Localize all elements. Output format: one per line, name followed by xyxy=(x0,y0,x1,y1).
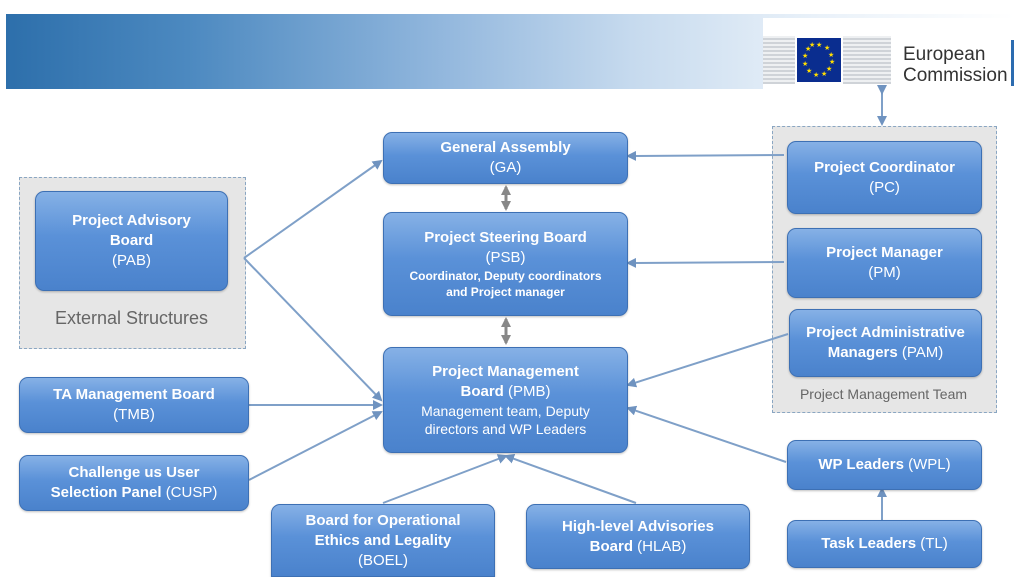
cusp-line2: Selection Panel xyxy=(50,484,162,501)
project-coordinator-node: Project Coordinator (PC) xyxy=(787,141,982,214)
logo-building-right xyxy=(843,36,891,84)
eu-flag-icon: ★ ★ ★ ★ ★ ★ ★ ★ ★ ★ ★ ★ xyxy=(797,38,841,82)
pmb-abbr: (PMB) xyxy=(508,383,551,400)
pc-title: Project Coordinator xyxy=(814,158,955,176)
logo-text-line2: Commission xyxy=(903,65,1008,86)
tmb-abbr: (TMB) xyxy=(113,406,155,423)
project-manager-node: Project Manager (PM) xyxy=(787,228,982,298)
general-assembly-node: General Assembly (GA) xyxy=(383,132,628,184)
connector-external-pmb xyxy=(243,257,383,402)
connector-pm-psb xyxy=(626,257,785,268)
project-management-team-label: Project Management Team xyxy=(799,386,968,402)
wpl-abbr: (WPL) xyxy=(908,456,951,473)
european-commission-logo: ★ ★ ★ ★ ★ ★ ★ ★ ★ ★ ★ ★ European Commiss… xyxy=(763,18,1015,90)
logo-text: European Commission xyxy=(903,44,1008,86)
hlab-line2: Board xyxy=(589,537,633,555)
psb-desc-line2: and Project manager xyxy=(446,285,565,299)
pc-abbr: (PC) xyxy=(869,178,900,196)
ga-title: General Assembly xyxy=(440,139,571,156)
connector-pc-ga xyxy=(626,150,785,161)
hlab-abbr: (HLAB) xyxy=(637,537,687,555)
boel-line2: Ethics and Legality xyxy=(314,531,452,549)
pab-line2: Board xyxy=(109,232,154,249)
tl-title: Task Leaders xyxy=(821,535,917,552)
pab-abbr: (PAB) xyxy=(112,252,151,269)
pm-title: Project Manager xyxy=(826,244,943,261)
pmb-title-line1: Project Management xyxy=(432,363,579,380)
psb-title: Project Steering Board xyxy=(424,229,587,246)
boel-abbr: (BOEL) xyxy=(357,551,408,569)
connector-wpl-pmb xyxy=(626,405,787,463)
logo-building-left xyxy=(763,36,795,84)
pam-line1: Project Administrative xyxy=(806,324,965,341)
project-steering-board-node: Project Steering Board (PSB) Coordinator… xyxy=(383,212,628,316)
cusp-abbr: (CUSP) xyxy=(165,484,218,501)
task-leaders-node: Task Leaders (TL) xyxy=(787,520,982,568)
cusp-node: Challenge us User Selection Panel (CUSP) xyxy=(19,455,249,511)
boel-node: Board for Operational Ethics and Legalit… xyxy=(271,504,495,577)
pm-abbr: (PM) xyxy=(868,264,901,281)
pam-abbr: (PAM) xyxy=(901,344,944,361)
cusp-line1: Challenge us User xyxy=(68,464,200,481)
hlab-line1: High-level Advisories xyxy=(562,517,714,535)
ta-management-board-node: TA Management Board (TMB) xyxy=(19,377,249,433)
external-structures-label: External Structures xyxy=(54,308,209,328)
connector-hlab-pmb xyxy=(504,454,637,504)
pmb-desc-line1: Management team, Deputy xyxy=(421,403,590,419)
logo-accent-bar xyxy=(1011,40,1014,86)
pab-line1: Project Advisory xyxy=(72,212,191,229)
psb-abbr: (PSB) xyxy=(485,249,526,266)
pam-line2: Managers xyxy=(827,344,898,361)
connector-boel-pmb xyxy=(382,454,508,504)
pmb-title-line2: Board xyxy=(460,383,504,400)
psb-desc-line1: Coordinator, Deputy coordinators xyxy=(409,269,602,283)
tmb-title: TA Management Board xyxy=(53,386,215,403)
project-administrative-managers-node: Project Administrative Managers (PAM) xyxy=(789,309,982,377)
wp-leaders-node: WP Leaders (WPL) xyxy=(787,440,982,490)
tl-abbr: (TL) xyxy=(920,535,948,552)
project-advisory-board-node: Project Advisory Board (PAB) xyxy=(35,191,228,291)
project-management-board-node: Project Management Board (PMB) Managemen… xyxy=(383,347,628,453)
boel-line1: Board for Operational xyxy=(305,511,461,529)
hlab-node: High-level Advisories Board (HLAB) xyxy=(526,504,750,569)
wpl-title: WP Leaders xyxy=(818,456,904,473)
connector-pam-pmb xyxy=(626,333,789,388)
connector-cusp-pmb xyxy=(248,411,383,481)
ga-abbr: (GA) xyxy=(489,159,522,176)
pmb-desc-line2: directors and WP Leaders xyxy=(424,421,587,437)
logo-text-line1: European xyxy=(903,44,986,65)
connector-external-ga xyxy=(243,159,383,259)
